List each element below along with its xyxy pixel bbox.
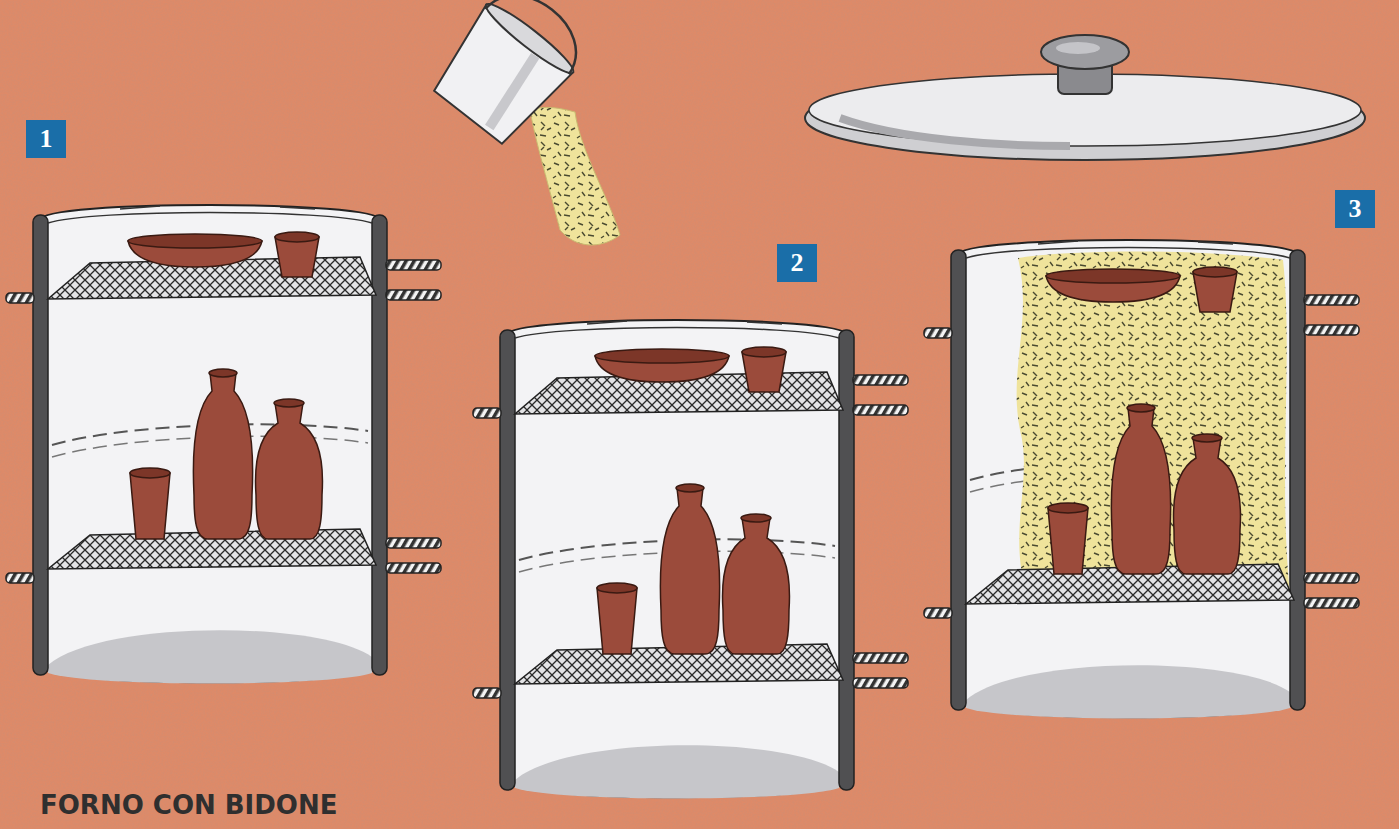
barrel-kiln-2 — [473, 320, 908, 799]
diagram-title: FORNO CON BIDONE — [40, 790, 338, 820]
step-number-badge: 1 — [26, 120, 66, 158]
kiln-lid — [805, 35, 1365, 160]
step-number-badge: 3 — [1335, 190, 1375, 228]
step-number-badge: 2 — [777, 244, 817, 282]
barrel-kiln-1 — [6, 205, 441, 684]
step-number: 3 — [1349, 196, 1362, 222]
sawdust-bucket — [425, 0, 620, 245]
step-number: 1 — [40, 126, 53, 152]
step-number: 2 — [791, 250, 804, 276]
barrel-kiln-3 — [924, 240, 1359, 719]
